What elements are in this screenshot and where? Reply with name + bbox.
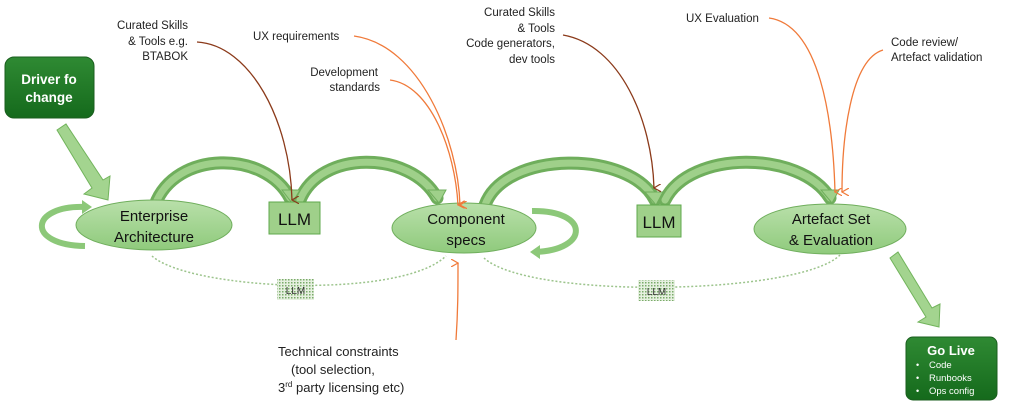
svg-text:& Tools: & Tools <box>517 23 555 35</box>
node-artefact-set: Artefact Set & Evaluation <box>753 203 907 255</box>
flow-arcs <box>148 155 837 212</box>
llm-small-label-1: LLM <box>286 286 305 297</box>
svg-text:Development: Development <box>310 67 379 79</box>
llm-box-1: LLM <box>268 201 321 235</box>
llm-label-2: LLM <box>642 213 675 232</box>
svg-text:Code review/: Code review/ <box>891 37 959 49</box>
llm-small-box-2: LLM <box>638 280 675 301</box>
golive-arrow <box>889 251 941 328</box>
llm-box-2: LLM <box>636 204 682 238</box>
driver-for-change-box: Driver fo change <box>4 56 95 119</box>
svg-text:(tool selection,: (tool selection, <box>291 362 375 377</box>
label-ux-requirements: UX requirements <box>253 31 340 43</box>
golive-item: Code <box>929 360 952 371</box>
svg-text:standards: standards <box>329 82 380 94</box>
svg-text:•: • <box>916 386 919 396</box>
svg-text:dev tools: dev tools <box>509 54 555 66</box>
svg-text:BTABOK: BTABOK <box>142 51 188 63</box>
driver-line1: Driver fo <box>21 72 77 87</box>
label-technical-constraints: Technical constraints (tool selection, 3… <box>278 344 404 395</box>
svg-text:Technical constraints: Technical constraints <box>278 344 399 359</box>
cs-line2: specs <box>446 232 485 249</box>
label-curated-skills-1: Curated Skills & Tools e.g. BTABOK <box>117 20 188 63</box>
label-ux-evaluation: UX Evaluation <box>686 13 759 25</box>
label-development-standards: Development standards <box>310 67 380 94</box>
label-curated-skills-2: Curated Skills & Tools Code generators, … <box>466 7 555 66</box>
flow-arrowheads <box>280 189 840 206</box>
ea-self-loop <box>38 203 86 249</box>
input-connectors <box>196 17 884 341</box>
cs-line1: Component <box>427 211 505 228</box>
svg-text:•: • <box>916 373 919 383</box>
svg-text:& Tools e.g.: & Tools e.g. <box>128 36 188 48</box>
svg-text:3rd party licensing etc): 3rd party licensing etc) <box>278 380 404 395</box>
svg-text:Code generators,: Code generators, <box>466 38 555 50</box>
golive-box: Go Live • Code • Runbooks • Ops config <box>905 336 998 401</box>
ea-line1: Enterprise <box>120 208 188 225</box>
as-line1: Artefact Set <box>792 211 871 228</box>
svg-text:Curated Skills: Curated Skills <box>484 7 555 19</box>
node-component-specs: Component specs <box>391 202 537 254</box>
label-code-review: Code review/ Artefact validation <box>891 37 982 64</box>
golive-item: Ops config <box>929 386 974 397</box>
llm-label-1: LLM <box>278 210 311 229</box>
svg-text:•: • <box>916 360 919 370</box>
svg-text:Curated Skills: Curated Skills <box>117 20 188 32</box>
driver-line2: change <box>25 90 73 105</box>
llm-small-box-1: LLM <box>277 279 314 300</box>
ea-line2: Architecture <box>114 229 194 246</box>
golive-title: Go Live <box>927 343 975 358</box>
golive-item: Runbooks <box>929 373 972 384</box>
driver-arrow <box>56 123 111 201</box>
svg-text:Artefact validation: Artefact validation <box>891 52 982 64</box>
cs-self-loop <box>531 207 579 255</box>
as-line2: & Evaluation <box>789 232 873 249</box>
llm-small-label-2: LLM <box>647 287 666 298</box>
node-enterprise-architecture: Enterprise Architecture <box>75 199 233 251</box>
